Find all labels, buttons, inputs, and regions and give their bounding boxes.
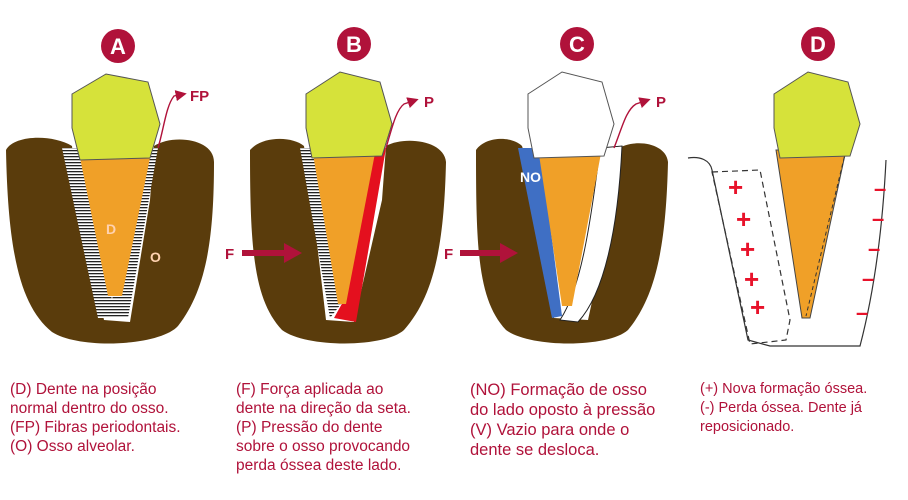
panel-c-p-label: P: [656, 94, 666, 111]
panel-d-plus-1: +: [728, 172, 743, 202]
panel-d-minus-2: –: [872, 206, 884, 231]
svg-text:D: D: [810, 32, 826, 57]
panel-d-minus-3: –: [868, 236, 880, 261]
panel-c: C P F NO V: [444, 27, 668, 344]
caption-line: do lado oposto à pressão: [470, 400, 655, 420]
caption-line: (O) Osso alveolar.: [10, 437, 181, 456]
panel-d-minus-4: –: [862, 266, 874, 291]
panel-d-minus-1: –: [874, 176, 886, 201]
panel-c-v-label: V: [605, 189, 615, 205]
panel-d-plus-5: +: [750, 292, 765, 322]
panel-b-p-label: P: [424, 94, 434, 111]
panel-a-badge: A: [101, 29, 135, 63]
caption-line: (D) Dente na posição: [10, 380, 181, 399]
panel-b-f-label: F: [225, 246, 234, 263]
caption-line: (+) Nova formação óssea.: [700, 380, 867, 399]
panel-d-minus-5: –: [856, 300, 868, 325]
panel-a-caption: (D) Dente na posição normal dentro do os…: [10, 380, 181, 456]
caption-line: (NO) Formação de osso: [470, 380, 655, 400]
panel-b-badge: B: [337, 27, 371, 61]
caption-line: normal dentro do osso.: [10, 399, 181, 418]
svg-text:A: A: [110, 34, 126, 59]
caption-line: perda óssea deste lado.: [236, 456, 411, 475]
svg-text:B: B: [346, 32, 362, 57]
panel-b: B P F: [225, 27, 446, 344]
caption-line: (F) Força aplicada ao: [236, 380, 411, 399]
caption-line: (FP) Fibras periodontais.: [10, 418, 181, 437]
panel-d-crown: [774, 72, 860, 158]
panel-c-pressure-arrow: [614, 100, 648, 148]
panel-d-root: [776, 150, 846, 318]
panel-a-o-label: O: [150, 249, 161, 265]
panel-c-crown: [528, 72, 614, 158]
svg-text:C: C: [569, 32, 585, 57]
panel-d-plus-3: +: [740, 234, 755, 264]
diagram-art: A FP D O B P F C: [0, 0, 908, 375]
caption-line: (V) Vazio para onde o: [470, 420, 655, 440]
caption-line: dente se desloca.: [470, 440, 655, 460]
panel-c-no-label: NO: [520, 169, 541, 185]
caption-line: reposicionado.: [700, 418, 867, 437]
panel-b-caption: (F) Força aplicada ao dente na direção d…: [236, 380, 411, 475]
panel-d-plus-4: +: [744, 264, 759, 294]
panel-a-d-label: D: [106, 221, 116, 237]
panel-d-badge: D: [801, 27, 835, 61]
panel-c-caption: (NO) Formação de osso do lado oposto à p…: [470, 380, 655, 460]
panel-b-crown: [306, 72, 392, 158]
panel-c-badge: C: [560, 27, 594, 61]
panel-d-caption: (+) Nova formação óssea. (-) Perda óssea…: [700, 380, 867, 437]
panel-c-f-label: F: [444, 246, 453, 263]
caption-line: (P) Pressão do dente: [236, 418, 411, 437]
panel-d-plus-2: +: [736, 204, 751, 234]
panel-a-crown: [72, 74, 160, 160]
caption-line: sobre o osso provocando: [236, 437, 411, 456]
caption-line: dente na direção da seta.: [236, 399, 411, 418]
panel-a-fp-label: FP: [190, 88, 209, 105]
panel-d: D + + + + + – – – – –: [688, 27, 886, 346]
panel-a: A FP D O: [6, 29, 214, 343]
caption-line: (-) Perda óssea. Dente já: [700, 399, 867, 418]
